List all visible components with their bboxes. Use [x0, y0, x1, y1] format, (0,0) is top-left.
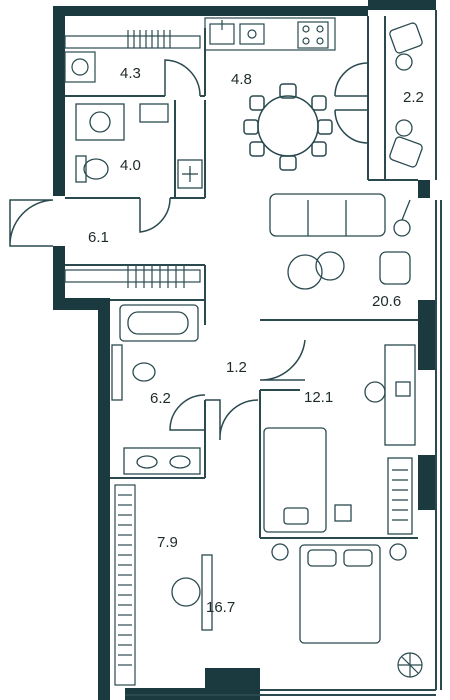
balcony-furniture — [389, 22, 423, 168]
floor-lamp-icon — [393, 219, 411, 237]
area-label-hall: 6.1 — [88, 229, 109, 246]
living-furniture — [269, 193, 411, 290]
chair-icon — [311, 95, 327, 111]
chair-icon — [311, 141, 327, 157]
sink-icon — [139, 103, 169, 123]
chair-icon — [243, 119, 259, 135]
toilet-icon — [75, 155, 87, 183]
office-chair-icon — [171, 577, 201, 607]
compass-icon — [397, 652, 423, 678]
bathroom-fixtures — [111, 304, 201, 475]
coffee-table-icon — [287, 254, 323, 290]
area-label-living: 20.6 — [372, 293, 401, 310]
washing-machine-icon — [64, 51, 96, 83]
door-swings — [9, 59, 369, 441]
hall-shelf — [64, 266, 201, 288]
sink-icon — [75, 103, 125, 141]
area-label-bedroom: 16.7 — [206, 599, 235, 616]
room-labels: 4.3 4.8 2.2 4.0 6.1 20.6 1.2 6.2 12.1 7.… — [88, 65, 424, 616]
area-label-corridor: 1.2 — [226, 359, 247, 376]
laundry-shelf — [64, 30, 201, 83]
chair-icon — [279, 83, 297, 99]
stove-icon — [297, 21, 329, 49]
area-label-study: 12.1 — [304, 389, 333, 406]
closet-rail — [114, 484, 136, 686]
area-label-closet: 7.9 — [157, 534, 178, 551]
dining-table-icon — [243, 83, 333, 171]
coffee-table-icon — [315, 251, 345, 281]
chair-icon — [279, 155, 297, 171]
bedroom-furniture — [171, 543, 407, 644]
armchair-icon — [379, 251, 411, 285]
single-bed-icon — [263, 427, 327, 533]
chair-icon — [317, 119, 333, 135]
sink-icon — [239, 23, 265, 45]
study-furniture — [263, 344, 416, 535]
wc-fixtures — [75, 103, 203, 189]
chair-icon — [249, 141, 265, 157]
toilet-icon — [132, 362, 156, 382]
double-sink-icon — [123, 447, 201, 475]
area-label-kitchen: 4.8 — [231, 71, 252, 88]
area-label-laundry: 4.3 — [120, 65, 141, 82]
office-chair-icon — [364, 381, 386, 403]
area-label-balcony: 2.2 — [403, 89, 424, 106]
chair-icon — [389, 22, 423, 54]
kitchen-counter — [204, 17, 336, 51]
area-label-bathroom: 6.2 — [150, 390, 171, 407]
bathtub-icon — [119, 304, 199, 342]
chair-icon — [389, 136, 423, 168]
interior-walls — [65, 10, 442, 696]
double-bed-icon — [299, 544, 381, 644]
radiator-icon — [177, 159, 203, 189]
wardrobe-icon — [387, 457, 413, 535]
sofa-icon — [269, 193, 386, 237]
area-label-wc: 4.0 — [120, 157, 141, 174]
chair-icon — [249, 95, 265, 111]
walls — [53, 0, 436, 700]
